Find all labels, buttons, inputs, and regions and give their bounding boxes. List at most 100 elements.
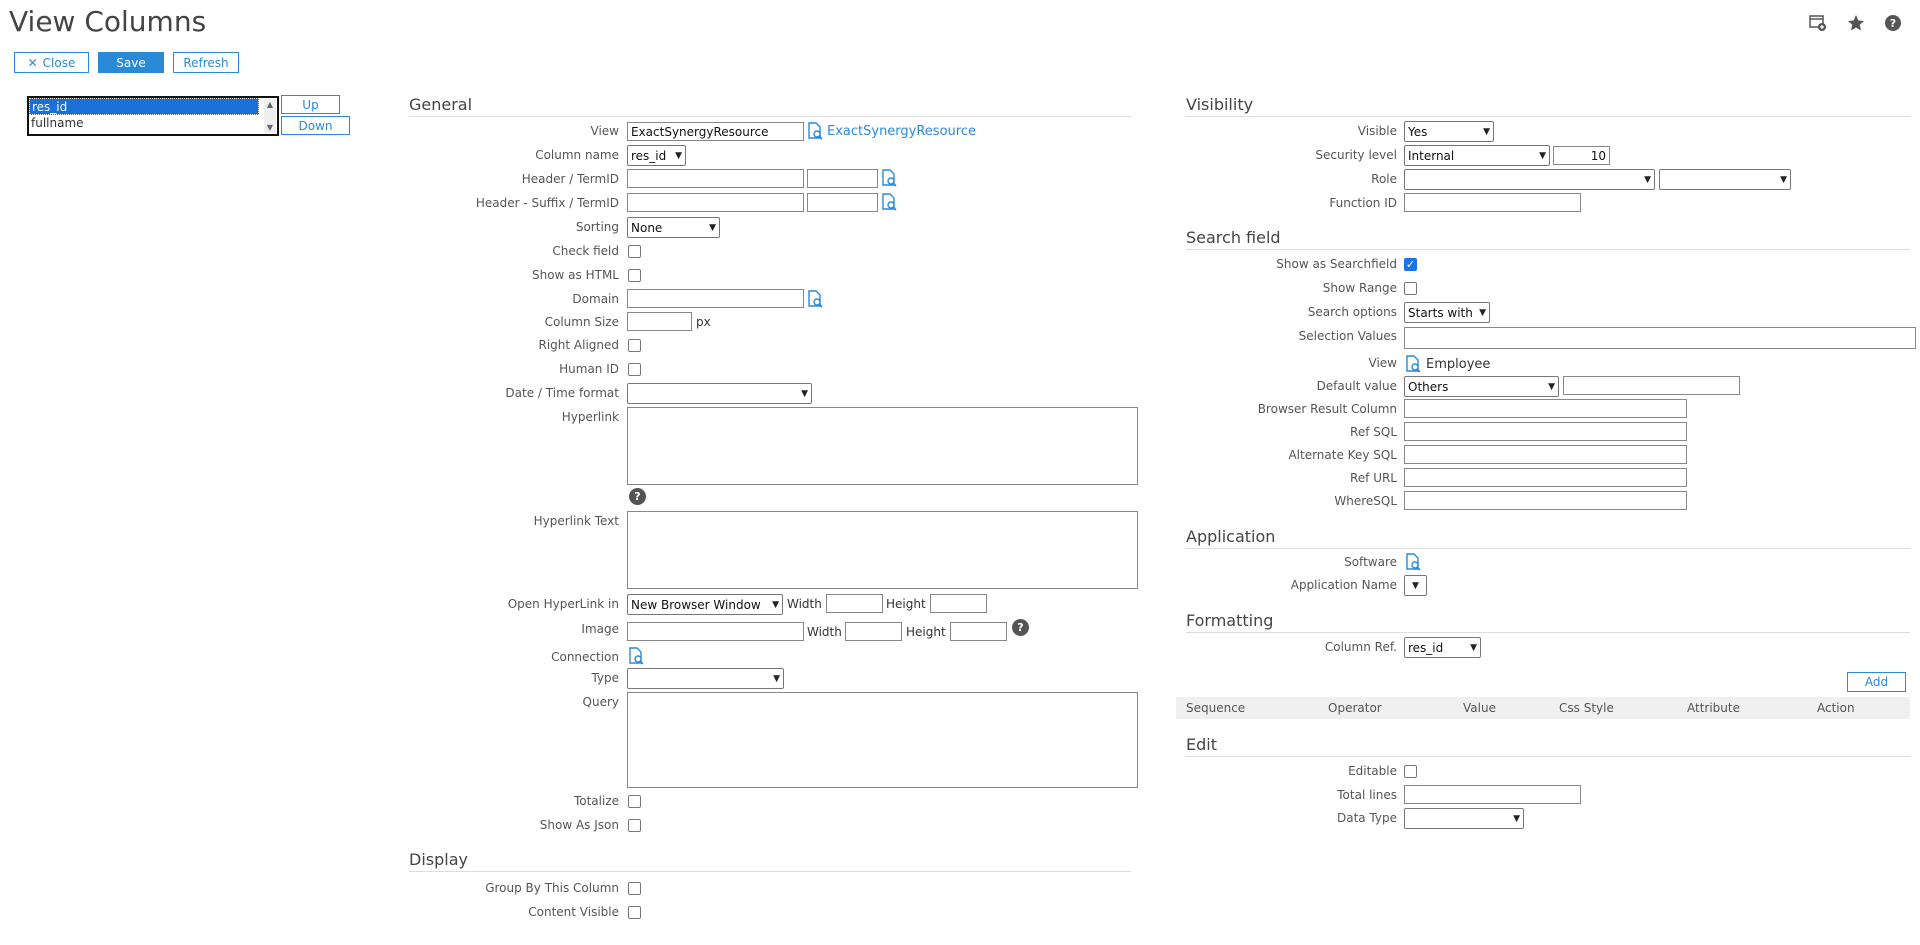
lookup-icon[interactable]	[880, 169, 898, 187]
show-searchfield-checkbox[interactable]: ✓	[1404, 258, 1417, 271]
close-button[interactable]: ✕ Close	[14, 52, 89, 73]
help-icon[interactable]: ?	[1883, 13, 1903, 33]
datetime-format-select[interactable]: ▼	[627, 383, 812, 404]
listbox-scrollbar[interactable]: ▲ ▼	[264, 99, 276, 133]
sorting-label: Sorting	[575, 220, 619, 234]
show-range-checkbox[interactable]	[1404, 282, 1417, 295]
ref-url-input[interactable]	[1404, 468, 1687, 487]
chevron-down-icon: ▼	[772, 599, 779, 610]
move-up-button[interactable]: Up	[281, 95, 340, 114]
hyperlink-height-input[interactable]	[930, 594, 987, 613]
refresh-button[interactable]: Refresh	[173, 52, 239, 73]
show-html-checkbox[interactable]	[628, 269, 641, 282]
image-input[interactable]	[627, 622, 804, 641]
app-name-select[interactable]: ▼	[1404, 575, 1427, 596]
group-by-checkbox[interactable]	[628, 882, 641, 895]
list-item[interactable]: fullname	[31, 116, 84, 130]
lookup-icon[interactable]	[806, 122, 824, 140]
where-sql-label: WhereSQL	[1334, 494, 1397, 508]
total-lines-input[interactable]	[1404, 785, 1581, 804]
totalize-checkbox[interactable]	[628, 795, 641, 808]
chevron-down-icon: ▼	[1539, 150, 1546, 161]
star-icon[interactable]	[1846, 13, 1866, 33]
content-visible-checkbox[interactable]	[628, 906, 641, 919]
data-type-select[interactable]: ▼	[1404, 808, 1524, 829]
ref-sql-input[interactable]	[1404, 422, 1687, 441]
header-suffix-input[interactable]	[627, 193, 804, 212]
chevron-down-icon: ▼	[709, 222, 716, 233]
type-select[interactable]: ▼	[627, 668, 784, 689]
query-label: Query	[582, 695, 619, 709]
save-button[interactable]: Save	[98, 52, 164, 73]
lookup-icon[interactable]	[880, 193, 898, 211]
help-icon[interactable]: ?	[629, 488, 646, 505]
sorting-select[interactable]: None▼	[627, 217, 720, 238]
browser-result-input[interactable]	[1404, 399, 1687, 418]
image-width-input[interactable]	[845, 622, 902, 641]
help-icon[interactable]: ?	[1012, 619, 1029, 636]
ref-sql-label: Ref SQL	[1350, 425, 1397, 439]
close-icon: ✕	[27, 55, 38, 70]
visible-select[interactable]: Yes▼	[1404, 121, 1494, 142]
editable-label: Editable	[1348, 764, 1397, 778]
chevron-down-icon: ▼	[801, 388, 808, 399]
lookup-icon[interactable]	[806, 290, 824, 308]
column-header: Attribute	[1687, 701, 1740, 715]
view-input[interactable]	[627, 122, 804, 141]
column-ref-select[interactable]: res_id▼	[1404, 637, 1481, 658]
lookup-icon[interactable]	[1404, 553, 1422, 571]
lookup-icon[interactable]	[1404, 355, 1422, 373]
function-id-label: Function ID	[1329, 196, 1397, 210]
chevron-down-icon: ▼	[1513, 813, 1520, 824]
security-number-input[interactable]	[1553, 146, 1610, 165]
column-name-select[interactable]: res_id▼	[627, 145, 686, 166]
visible-label: Visible	[1357, 124, 1397, 138]
list-item[interactable]: res_id	[29, 98, 259, 115]
where-sql-input[interactable]	[1404, 491, 1687, 510]
hyperlink-width-input[interactable]	[826, 594, 883, 613]
column-size-input[interactable]	[627, 312, 692, 331]
move-down-button[interactable]: Down	[281, 116, 350, 135]
default-value-input[interactable]	[1563, 376, 1740, 395]
alt-key-sql-input[interactable]	[1404, 445, 1687, 464]
chevron-down-icon: ▼	[1780, 174, 1787, 185]
editable-checkbox[interactable]	[1404, 765, 1417, 778]
search-view-value: Employee	[1426, 357, 1491, 372]
header-suffix-id-input[interactable]	[807, 193, 878, 212]
scroll-up-icon[interactable]: ▲	[266, 100, 274, 109]
formatting-heading: Formatting	[1186, 611, 1910, 633]
type-label: Type	[591, 671, 619, 685]
lookup-icon[interactable]	[627, 647, 645, 665]
role-select-2[interactable]: ▼	[1659, 169, 1791, 190]
check-field-checkbox[interactable]	[628, 245, 641, 258]
domain-input[interactable]	[627, 289, 804, 308]
header-termid-id-input[interactable]	[807, 169, 878, 188]
view-link[interactable]: ExactSynergyResource	[827, 124, 976, 139]
scroll-down-icon[interactable]: ▼	[266, 123, 274, 132]
edit-heading: Edit	[1186, 735, 1910, 757]
domain-label: Domain	[572, 292, 619, 306]
selection-values-input[interactable]	[1404, 327, 1916, 349]
add-button[interactable]: Add	[1847, 672, 1906, 692]
search-options-select[interactable]: Starts with▼	[1404, 302, 1490, 323]
open-hyperlink-select[interactable]: New Browser Window▼	[627, 594, 783, 615]
show-json-checkbox[interactable]	[628, 819, 641, 832]
selection-values-label: Selection Values	[1298, 329, 1397, 343]
right-aligned-checkbox[interactable]	[628, 339, 641, 352]
search-field-heading: Search field	[1186, 228, 1910, 250]
role-select[interactable]: ▼	[1404, 169, 1655, 190]
right-aligned-label: Right Aligned	[538, 338, 619, 352]
default-value-select[interactable]: Others▼	[1404, 376, 1559, 397]
image-height-input[interactable]	[950, 622, 1007, 641]
column-listbox[interactable]: res_id fullname ▲ ▼	[27, 96, 279, 136]
human-id-checkbox[interactable]	[628, 363, 641, 376]
query-textarea[interactable]	[627, 692, 1138, 788]
hyperlink-textarea[interactable]	[627, 407, 1138, 485]
column-header: Operator	[1328, 701, 1382, 715]
security-level-select[interactable]: Internal▼	[1404, 145, 1550, 166]
function-id-input[interactable]	[1404, 193, 1581, 212]
add-to-dashboard-icon[interactable]	[1808, 13, 1828, 33]
header-termid-input[interactable]	[627, 169, 804, 188]
column-ref-label: Column Ref.	[1324, 640, 1397, 654]
hyperlink-text-textarea[interactable]	[627, 511, 1138, 589]
